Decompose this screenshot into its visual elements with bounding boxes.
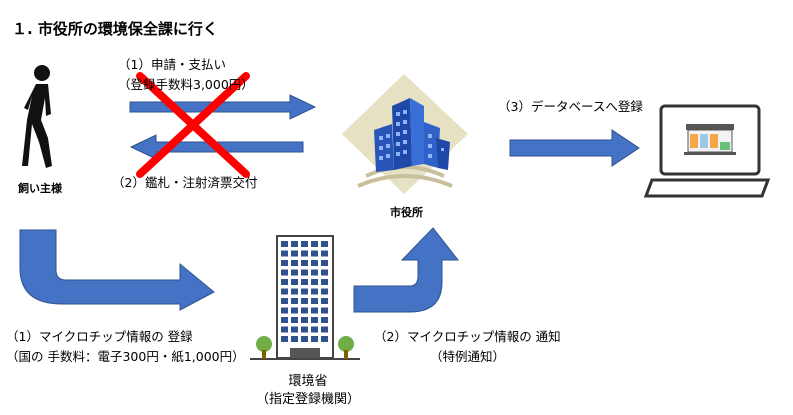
city-hall-label: 市役所 (390, 206, 423, 219)
city-hall-icon (342, 74, 468, 194)
ministry-building-icon (250, 235, 360, 360)
cross-mark-icon (136, 72, 250, 178)
db-register-label: （3）データベースへ登録 (498, 99, 643, 114)
apply-label-line1: （1）申請・支払い (118, 57, 226, 72)
laptop-database-icon (643, 104, 771, 198)
ministry-sub-label: （指定登録機関） (255, 392, 360, 407)
owner-label: 飼い主様 (18, 182, 62, 195)
chip-register-label-line2: （国の 手数料：電子300円・紙1,000円） (6, 349, 245, 364)
chip-notify-arrow (353, 227, 460, 313)
chip-notify-label-line2: （特例通知） (430, 349, 506, 364)
chip-notify-label-line1: （2）マイクロチップ情報の 通知 (374, 329, 561, 344)
chip-register-label-line1: （1）マイクロチップ情報の 登録 (6, 329, 193, 344)
db-arrow (509, 129, 640, 167)
ministry-label: 環境省 (288, 374, 328, 389)
walking-person-icon (22, 65, 52, 168)
chip-register-arrow (19, 229, 215, 311)
apply-label-line2: （登録手数料3,000円） (118, 77, 254, 92)
issue-label: （2）鑑札・注射済票交付 (112, 175, 258, 190)
page-title: １. 市役所の環境保全課に行く (12, 20, 218, 38)
